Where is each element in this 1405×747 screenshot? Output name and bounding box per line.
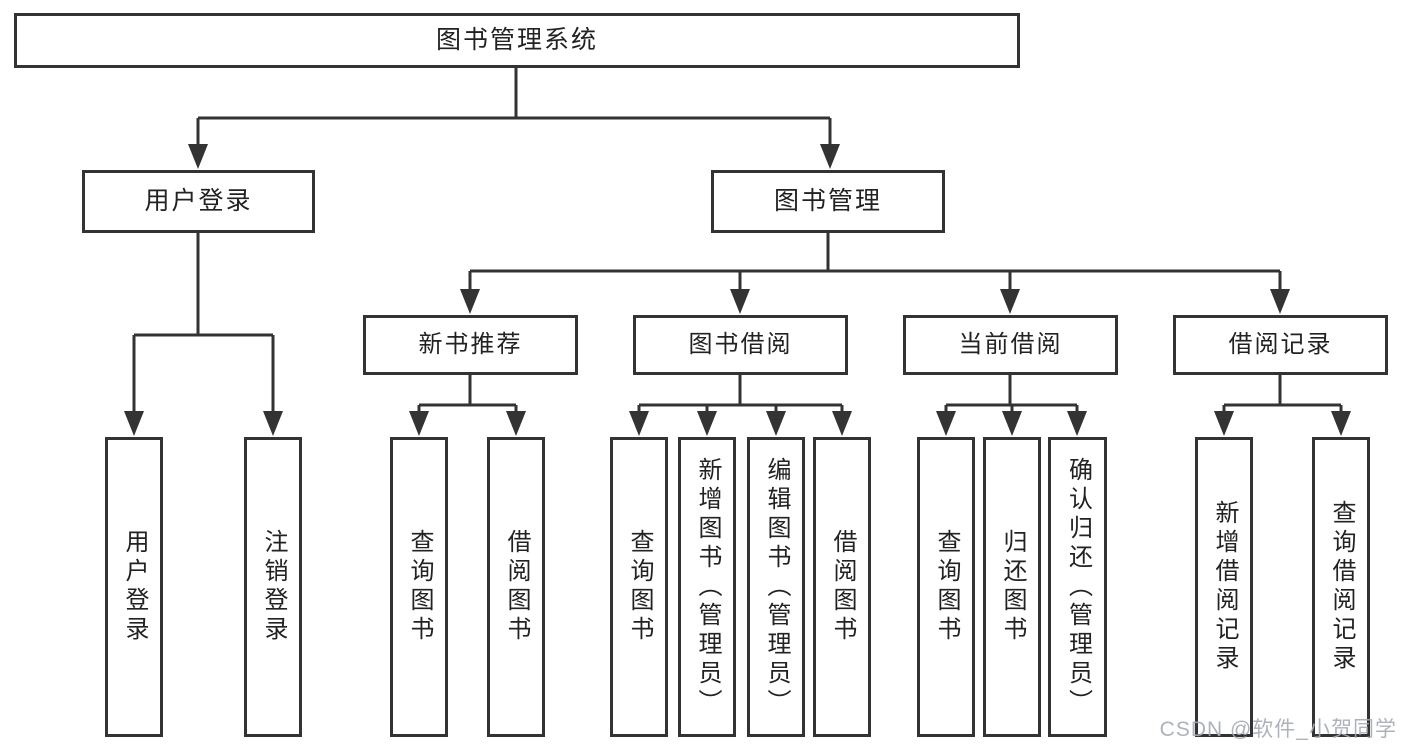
node-label: 当前借阅: [958, 331, 1063, 358]
node-borrowing-records: 借阅记录: [1173, 315, 1388, 375]
leaf-logout: 注销登录: [244, 437, 302, 737]
node-current-borrowing: 当前借阅: [903, 315, 1118, 375]
node-book-borrowing: 图书借阅: [633, 315, 848, 375]
leaf-label: 编辑图书（管理员）: [763, 456, 790, 718]
leaf-label: 查询借阅记录: [1328, 500, 1355, 674]
leaf-query-books-recommend: 查询图书: [390, 437, 448, 737]
leaf-label: 用户登录: [121, 529, 148, 645]
leaf-label: 查询图书: [933, 529, 960, 645]
leaf-query-books-current: 查询图书: [917, 437, 975, 737]
node-label: 用户登录: [144, 187, 253, 215]
leaf-borrow-books: 借阅图书: [813, 437, 871, 737]
leaf-label: 借阅图书: [503, 529, 530, 645]
leaf-label: 查询图书: [626, 529, 653, 645]
leaf-add-borrow-record: 新增借阅记录: [1195, 437, 1253, 737]
node-label: 新书推荐: [418, 331, 523, 358]
leaf-label: 归还图书: [999, 529, 1026, 645]
csdn-watermark: CSDN @软件_小贺同学: [1159, 718, 1397, 741]
leaf-label: 新增图书（管理员）: [694, 456, 721, 718]
leaf-label: 查询图书: [406, 529, 433, 645]
node-book-management: 图书管理: [711, 170, 945, 233]
node-label: 借阅记录: [1228, 331, 1333, 358]
leaf-user-login: 用户登录: [105, 437, 163, 737]
leaf-label: 借阅图书: [829, 529, 856, 645]
node-new-book-recommendation: 新书推荐: [363, 315, 578, 375]
leaf-add-book-admin: 新增图书（管理员）: [678, 437, 736, 737]
leaf-label: 确认归还（管理员）: [1064, 456, 1092, 718]
node-user-login: 用户登录: [82, 170, 315, 233]
leaf-borrow-books-recommend: 借阅图书: [487, 437, 545, 737]
node-label: 图书管理系统: [435, 26, 598, 54]
leaf-query-borrow-record: 查询借阅记录: [1312, 437, 1370, 737]
leaf-confirm-return-admin: 确认归还（管理员）: [1048, 437, 1107, 737]
arrowheads: [124, 144, 1351, 436]
leaf-return-books: 归还图书: [983, 437, 1041, 737]
connector-paths: [132, 68, 1343, 414]
node-label: 图书借阅: [688, 331, 793, 358]
leaf-label: 注销登录: [260, 529, 287, 645]
leaf-label: 新增借阅记录: [1211, 500, 1238, 674]
leaf-query-books-borrow: 查询图书: [610, 437, 668, 737]
node-library-management-system: 图书管理系统: [14, 13, 1020, 68]
node-label: 图书管理: [773, 187, 882, 215]
leaf-edit-book-admin: 编辑图书（管理员）: [747, 437, 805, 737]
